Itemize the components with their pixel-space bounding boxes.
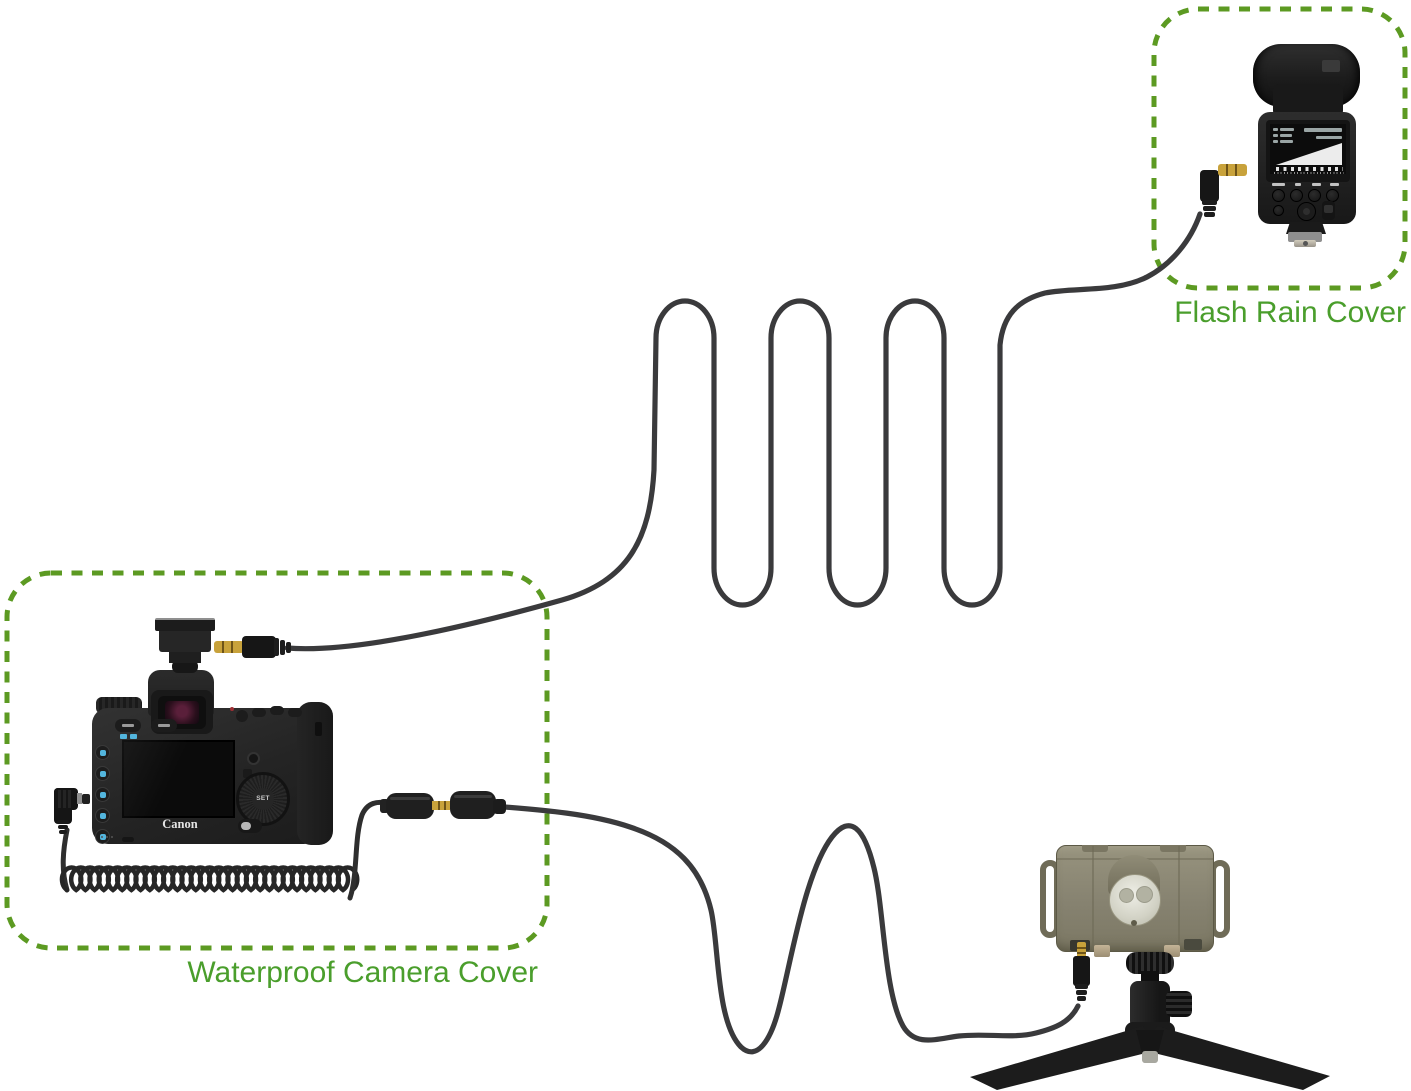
tripod-stem xyxy=(1141,971,1159,984)
tripod-mount-knob xyxy=(1126,952,1174,974)
flash-tick-row xyxy=(1276,167,1343,171)
flash-button-2 xyxy=(1290,189,1303,202)
sensor-lens-cell xyxy=(1119,888,1134,903)
tripod-hub xyxy=(1125,1022,1175,1040)
camera-menu-button xyxy=(115,719,141,732)
flash-rain-cover-label: Flash Rain Cover xyxy=(1174,296,1406,329)
camera-zoom-button xyxy=(95,787,110,802)
flash-lcd-screen xyxy=(1270,124,1346,174)
camera-strap-lug xyxy=(315,722,322,736)
sensor-foot-left xyxy=(1094,945,1110,957)
flash-head-latch xyxy=(1322,60,1340,72)
camera-rate-icon xyxy=(120,734,127,739)
tripod-ball-housing xyxy=(1130,981,1170,1029)
flash-pilot-button xyxy=(1273,205,1284,216)
hot-shoe-adapter-body xyxy=(159,628,211,652)
camera-brand-logo: Canon xyxy=(162,817,198,831)
sensor-screw xyxy=(1131,920,1137,926)
hot-shoe-adapter-shoe xyxy=(155,618,215,631)
camera-live-view-lamp xyxy=(230,707,234,711)
camera-rate-button xyxy=(95,766,110,781)
camera-creative-button xyxy=(95,745,110,760)
waterproof-camera-cover-label: Waterproof Camera Cover xyxy=(187,956,538,989)
camera-set-button: SET xyxy=(252,788,274,810)
sensor-output-jack xyxy=(1070,940,1090,951)
camera-info-button xyxy=(151,719,177,732)
flash-button-3 xyxy=(1308,189,1321,202)
sensor-pir-lens xyxy=(1109,874,1161,926)
flash-scale-marks xyxy=(1274,172,1344,174)
camera-joystick xyxy=(247,752,260,765)
camera-play-button xyxy=(95,808,110,823)
camera-af-on-button xyxy=(236,710,248,722)
flash-power-wedge xyxy=(1276,143,1342,165)
flash-mode-button xyxy=(1272,189,1285,202)
tripod-lock-knob xyxy=(1166,991,1192,1017)
flash-mode-label xyxy=(1272,183,1285,186)
